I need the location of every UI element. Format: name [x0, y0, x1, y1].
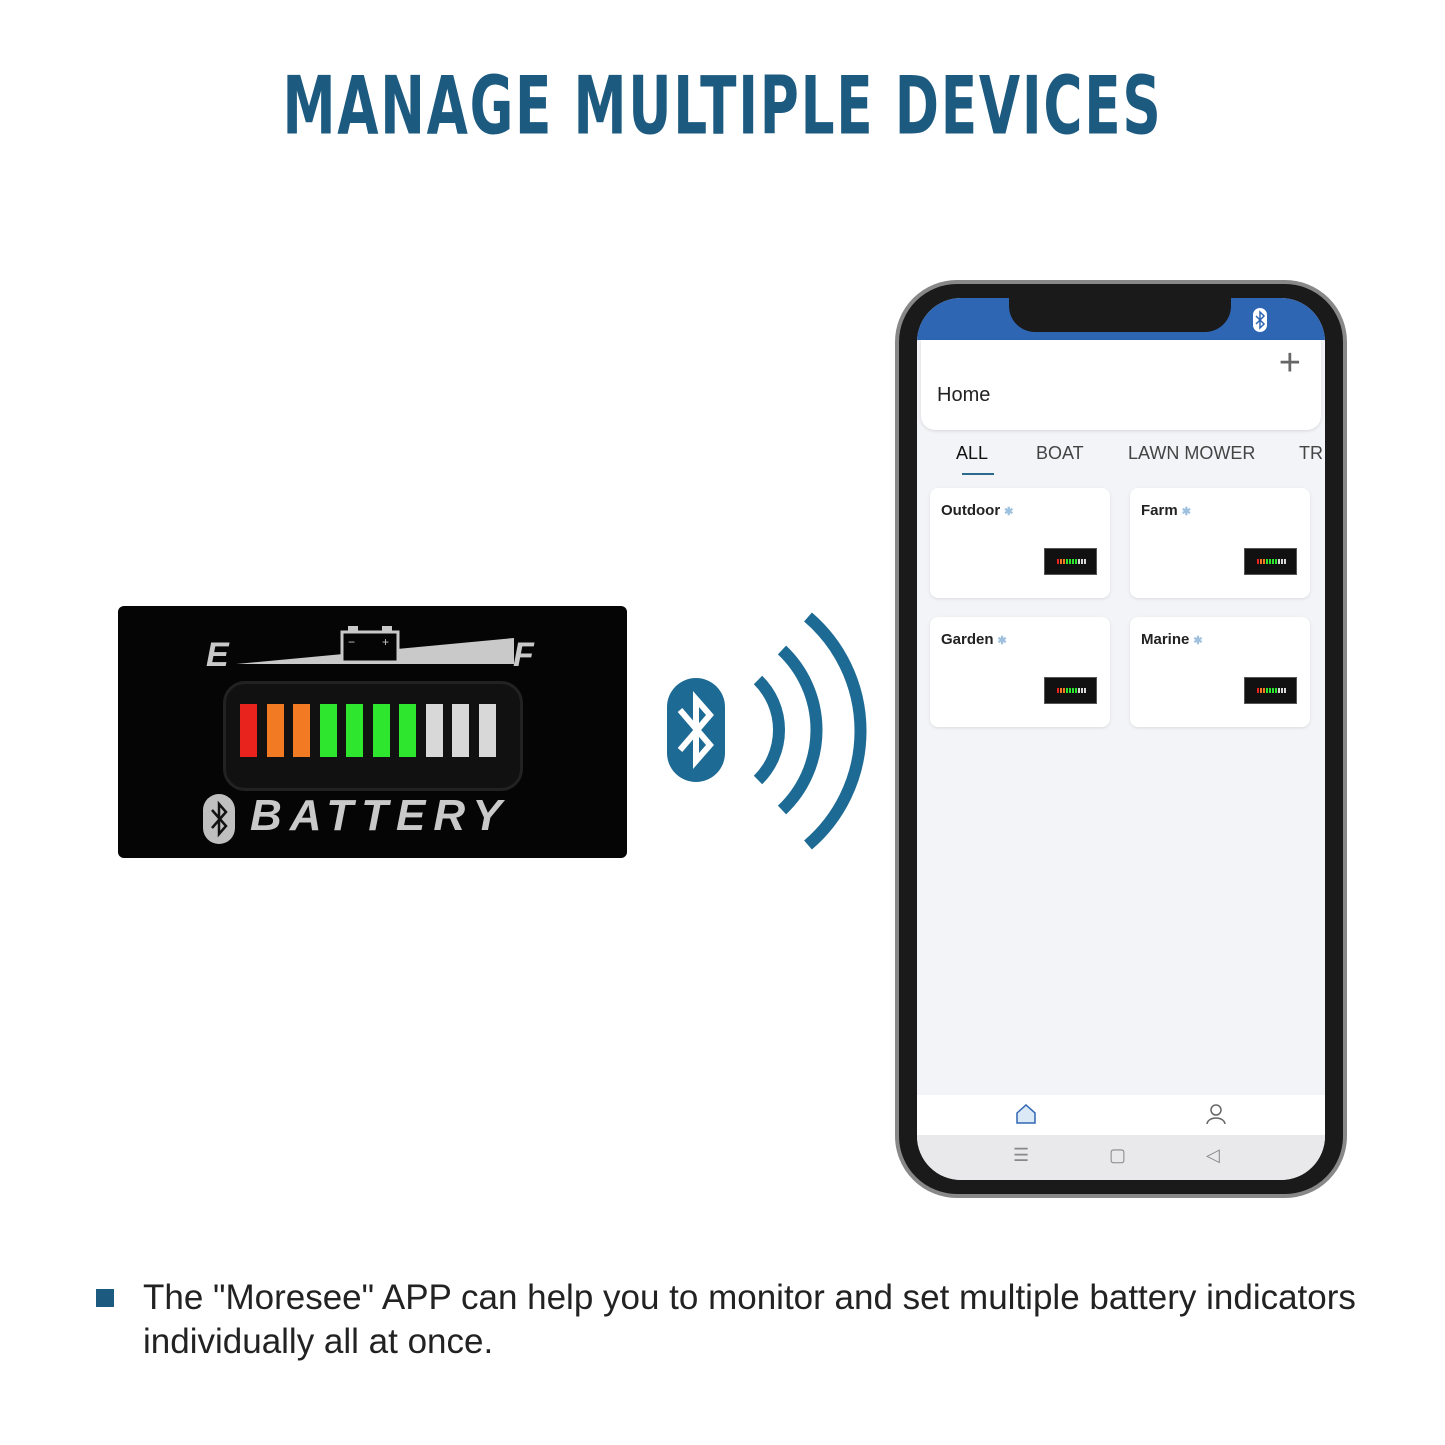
thumb-segment	[1057, 559, 1059, 564]
thumb-segment	[1060, 688, 1062, 693]
profile-nav-icon[interactable]	[1204, 1102, 1228, 1126]
thumb-segment	[1272, 688, 1274, 693]
charge-ramp-icon: −+	[236, 626, 514, 664]
svg-text:+: +	[382, 635, 389, 649]
tab-all[interactable]: ALL	[956, 443, 989, 463]
led-segment	[372, 704, 390, 757]
page-title: MANAGE MULTIPLE DEVICES	[282, 58, 1163, 153]
bluetooth-icon: ✱	[997, 635, 1007, 647]
device-name: Marine	[1141, 631, 1190, 648]
thumb-segment	[1257, 688, 1259, 693]
battery-brand-label: BATTERY	[250, 791, 510, 840]
tab-boat[interactable]: BOAT	[1036, 443, 1084, 463]
device-card-marine[interactable]: Marine✱	[1130, 617, 1310, 727]
thumb-segment	[1057, 688, 1059, 693]
thumb-segment	[1263, 559, 1265, 564]
bottom-nav	[917, 1095, 1325, 1135]
bluetooth-signal-icon	[667, 612, 867, 850]
thumb-segment	[1066, 688, 1068, 693]
led-segment	[399, 704, 416, 757]
device-thumbnail	[1244, 677, 1297, 704]
thumb-segment	[1069, 688, 1071, 693]
tab-truncated[interactable]: TR	[1299, 443, 1323, 463]
thumb-segment	[1078, 688, 1080, 693]
bluetooth-icon	[203, 794, 235, 844]
thumb-segment	[1269, 688, 1271, 693]
app-header: Home +	[921, 340, 1321, 430]
full-label: F	[513, 636, 534, 674]
thumb-segment	[1075, 559, 1077, 564]
thumb-segment	[1081, 559, 1083, 564]
app-screen: Home + ALL BOAT LAWN MOWER TR Outdoor✱ F…	[917, 298, 1325, 1180]
device-name: Farm	[1141, 502, 1178, 519]
thumb-segment	[1063, 559, 1065, 564]
back-icon[interactable]: ◁	[1206, 1145, 1220, 1165]
device-card-outdoor[interactable]: Outdoor✱	[930, 488, 1110, 598]
led-segment	[346, 704, 363, 757]
thumb-segment	[1072, 559, 1074, 564]
led-bar-window	[223, 681, 523, 791]
led-segment	[319, 704, 337, 757]
thumb-segment	[1257, 559, 1259, 564]
thumb-segment	[1078, 559, 1080, 564]
thumb-segment	[1066, 559, 1068, 564]
thumb-segment	[1063, 688, 1065, 693]
led-segment	[240, 704, 257, 757]
add-device-button[interactable]: +	[1278, 342, 1301, 384]
empty-label: E	[206, 636, 229, 674]
thumb-segment	[1278, 688, 1280, 693]
thumb-segment	[1081, 688, 1083, 693]
thumb-segment	[1275, 688, 1277, 693]
thumb-segment	[1260, 688, 1262, 693]
thumb-segment	[1069, 559, 1071, 564]
thumb-segment	[1266, 559, 1268, 564]
thumb-segment	[1275, 559, 1277, 564]
thumb-segment	[1260, 559, 1262, 564]
thumb-segment	[1281, 688, 1283, 693]
thumb-segment	[1284, 559, 1286, 564]
status-bar	[917, 298, 1325, 340]
svg-text:−: −	[348, 635, 355, 649]
bluetooth-icon: ✱	[1181, 506, 1191, 518]
bullet-icon	[96, 1289, 114, 1307]
device-name: Garden	[941, 631, 994, 648]
thumb-segment	[1272, 559, 1274, 564]
thumb-segment	[1269, 559, 1271, 564]
device-thumbnail	[1044, 548, 1097, 575]
thumb-segment	[1084, 559, 1086, 564]
notch	[1009, 298, 1231, 332]
device-name: Outdoor	[941, 502, 1001, 519]
system-nav-bar: ☰ ▢ ◁	[917, 1135, 1325, 1180]
thumb-segment	[1060, 559, 1062, 564]
bluetooth-status-icon	[1253, 308, 1267, 332]
thumb-segment	[1284, 688, 1286, 693]
led-segment	[293, 704, 310, 757]
led-segment	[478, 704, 496, 757]
led-segment	[425, 704, 443, 757]
header-title: Home	[937, 384, 991, 406]
led-segment	[452, 704, 469, 757]
tab-lawn-mower[interactable]: LAWN MOWER	[1128, 443, 1256, 463]
description-text: The "Moresee" APP can help you to monito…	[143, 1278, 1356, 1361]
home-button-icon[interactable]: ▢	[1109, 1145, 1127, 1165]
bluetooth-icon: ✱	[1193, 635, 1203, 647]
thumb-segment	[1075, 688, 1077, 693]
battery-indicator-device: E F −+ BATTERY	[118, 606, 627, 858]
thumb-segment	[1281, 559, 1283, 564]
thumb-segment	[1263, 688, 1265, 693]
active-tab-indicator	[962, 473, 994, 475]
thumb-segment	[1084, 688, 1086, 693]
thumb-segment	[1072, 688, 1074, 693]
menu-icon[interactable]: ☰	[1013, 1145, 1030, 1165]
thumb-segment	[1278, 559, 1280, 564]
device-thumbnail	[1044, 677, 1097, 704]
home-nav-icon[interactable]	[1014, 1102, 1038, 1126]
device-thumbnail	[1244, 548, 1297, 575]
bluetooth-icon: ✱	[1004, 506, 1014, 518]
device-card-farm[interactable]: Farm✱	[1130, 488, 1310, 598]
led-segment	[266, 704, 284, 757]
thumb-segment	[1266, 688, 1268, 693]
device-card-garden[interactable]: Garden✱	[930, 617, 1110, 727]
